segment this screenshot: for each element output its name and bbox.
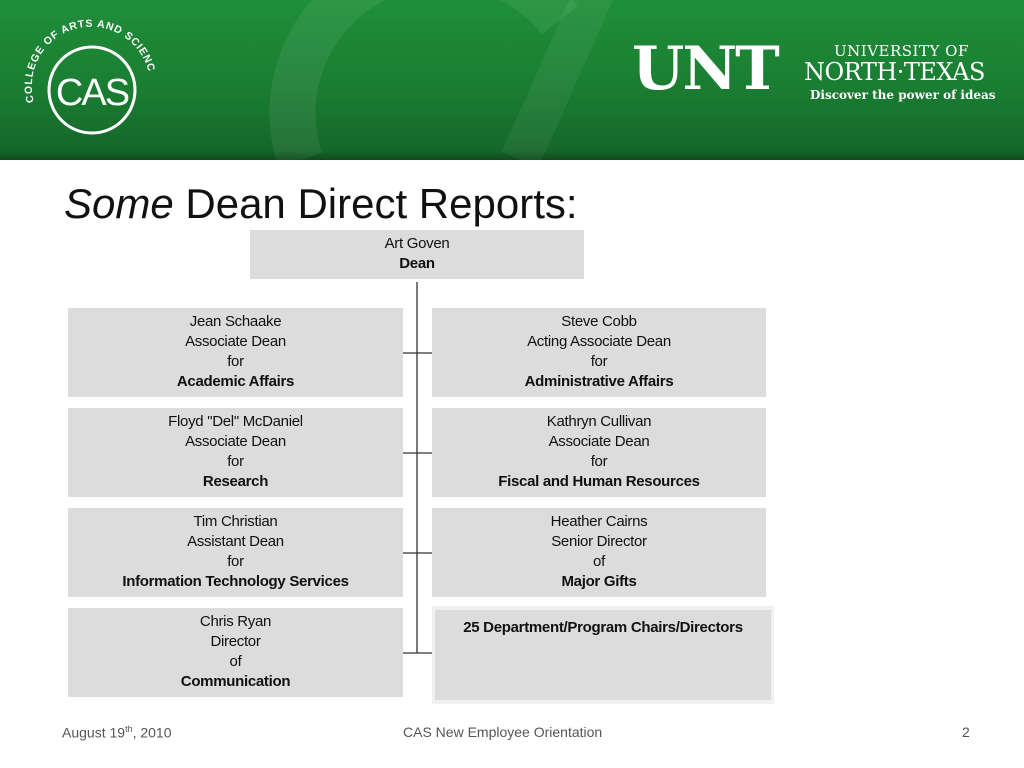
report-area: Communication [180, 673, 291, 690]
page-number: 2 [962, 724, 970, 740]
report-name: Steve Cobb [561, 313, 637, 330]
report-prep: of [229, 653, 242, 670]
cas-logo: COLLEGE OF ARTS AND SCIENCES CAS [20, 14, 157, 135]
academic-affairs-box: Jean Schaake Associate Dean for Academic… [68, 308, 403, 397]
university-of-label: UNIVERSITY OF [834, 42, 969, 60]
report-area: Administrative Affairs [524, 373, 674, 390]
title-rest: Dean Direct Reports: [173, 180, 578, 227]
report-area: Academic Affairs [176, 373, 295, 390]
report-prep: of [593, 553, 605, 570]
report-prep: for [590, 453, 608, 470]
unt-wordmark: UNT [632, 34, 780, 104]
header-banner: COLLEGE OF ARTS AND SCIENCES CAS UNT UNI… [0, 0, 1024, 160]
report-title: Senior Director [551, 533, 647, 550]
slide-title: Some Dean Direct Reports: [64, 178, 578, 230]
report-name: Chris Ryan [199, 613, 272, 630]
unt-logo: UNT UNIVERSITY OF NORTH·TEXAS Discover t… [632, 38, 1004, 110]
dean-name: Art Goven [384, 235, 450, 252]
report-prep: for [590, 353, 608, 370]
report-title: Acting Associate Dean [527, 333, 671, 350]
report-name: Floyd "Del" McDaniel [168, 413, 303, 430]
report-title: Associate Dean [185, 433, 286, 450]
report-prep: for [227, 553, 244, 570]
report-title: Director [210, 633, 261, 650]
report-title: Assistant Dean [187, 533, 284, 550]
north-texas-label: NORTH·TEXAS [804, 58, 985, 86]
administrative-affairs-box: Steve Cobb Acting Associate Dean for Adm… [432, 308, 766, 397]
report-name: Kathryn Cullivan [546, 413, 652, 430]
information-technology-box: Tim Christian Assistant Dean for Informa… [68, 508, 403, 597]
report-name: Heather Cairns [550, 513, 648, 530]
footer-center-text: CAS New Employee Orientation [403, 724, 603, 740]
communication-box: Chris Ryan Director of Communication [68, 608, 403, 697]
report-title: Associate Dean [185, 333, 286, 350]
dean-box: Art Goven Dean [250, 230, 584, 279]
unt-tagline: Discover the power of ideas [810, 88, 996, 102]
fiscal-human-resources-box: Kathryn Cullivan Associate Dean for Fisc… [432, 408, 766, 497]
report-title: Associate Dean [548, 433, 650, 450]
svg-text:CAS: CAS [56, 72, 129, 114]
cas-watermark [269, 0, 613, 160]
dean-role: Dean [399, 255, 435, 272]
title-emphasis: Some [64, 180, 174, 227]
report-prep: for [227, 453, 244, 470]
report-name: Tim Christian [193, 513, 278, 530]
chairs-directors-box: 25 Department/Program Chairs/Directors [432, 606, 774, 704]
report-prep: for [227, 353, 244, 370]
major-gifts-box: Heather Cairns Senior Director of Major … [432, 508, 766, 597]
footer-date: August 19th, 2010 [62, 724, 172, 741]
banner-shadow [0, 150, 1024, 160]
report-area: Fiscal and Human Resources [498, 473, 700, 490]
chairs-directors-label: 25 Department/Program Chairs/Directors [435, 610, 771, 700]
report-area: Major Gifts [561, 573, 637, 590]
report-name: Jean Schaake [189, 313, 282, 330]
report-area: Information Technology Services [122, 573, 349, 590]
research-box: Floyd "Del" McDaniel Associate Dean for … [68, 408, 403, 497]
report-area: Research [202, 473, 269, 490]
